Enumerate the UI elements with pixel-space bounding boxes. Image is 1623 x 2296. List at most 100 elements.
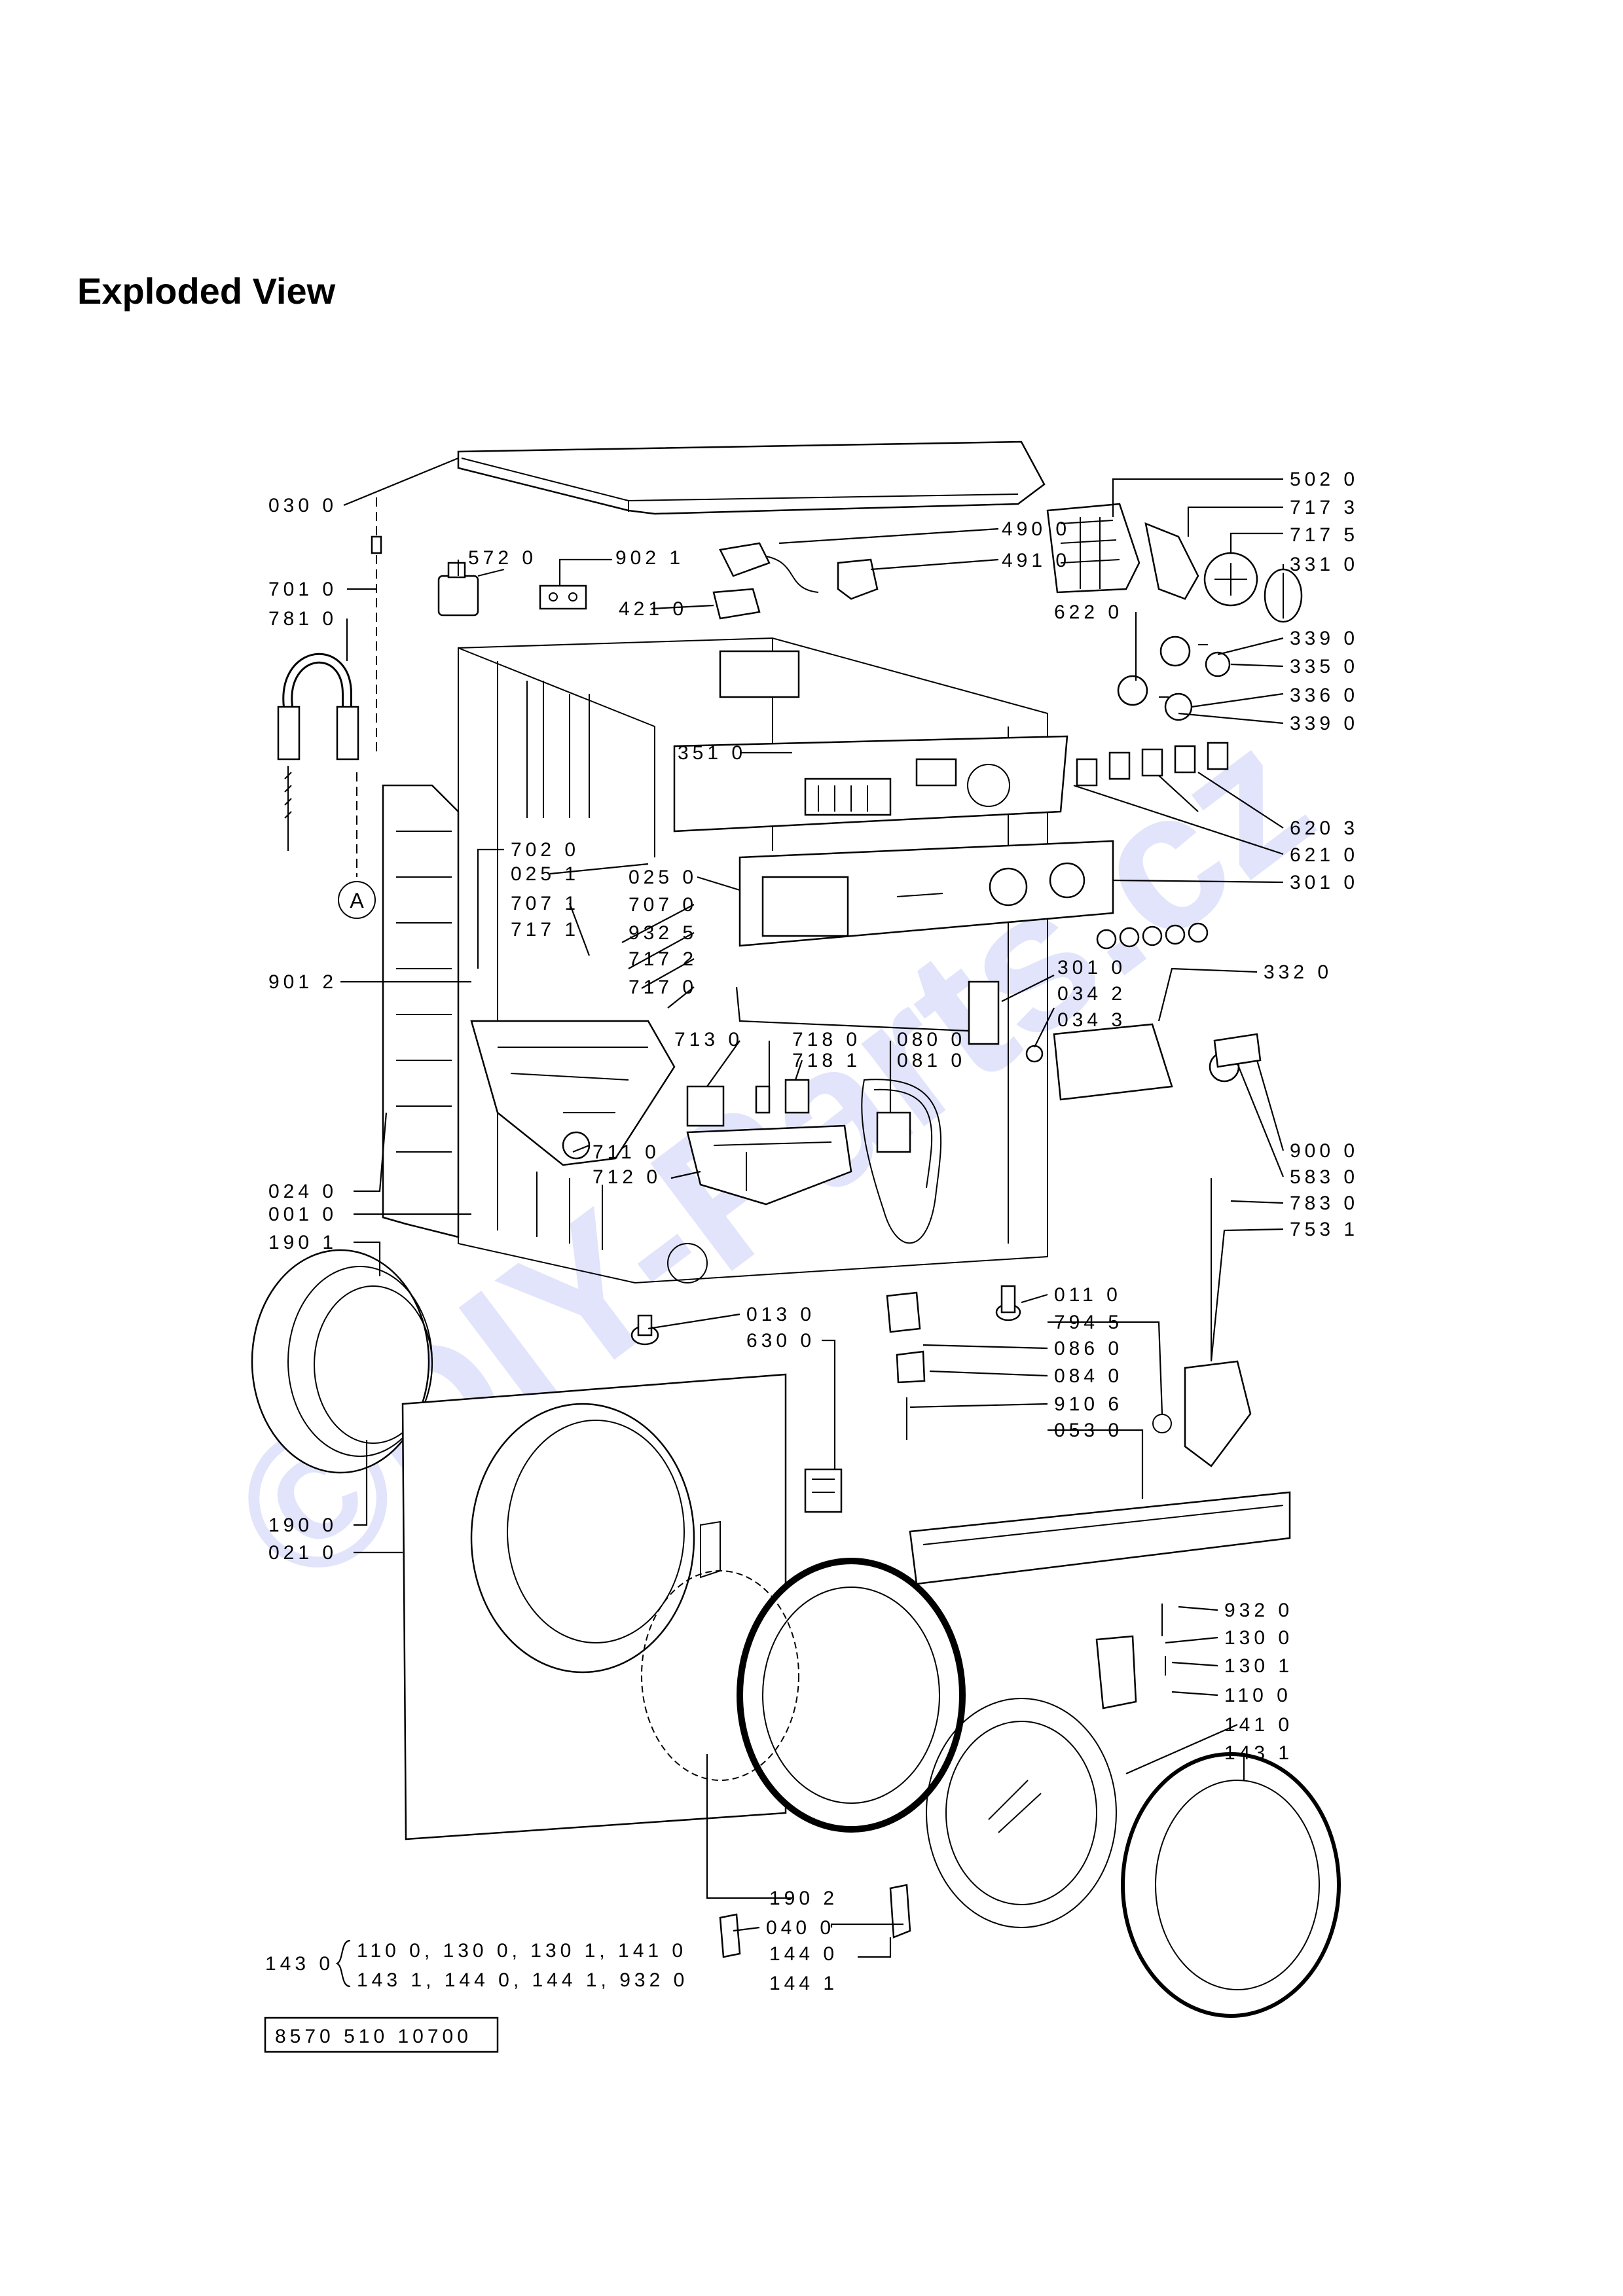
callout-572-0: 572 0 bbox=[468, 547, 537, 569]
callout-081-0: 081 0 bbox=[897, 1050, 966, 1071]
callout-190-0: 190 0 bbox=[268, 1515, 337, 1536]
callout-110-0: 110 0 bbox=[1224, 1685, 1292, 1706]
cabinet bbox=[458, 637, 1048, 1284]
callout-025-1: 025 1 bbox=[511, 863, 579, 885]
inlet-valve bbox=[437, 562, 505, 617]
callout-130-0: 130 0 bbox=[1224, 1627, 1293, 1649]
callout-900-0: 900 0 bbox=[1290, 1140, 1359, 1162]
callout-339-0-a: 339 0 bbox=[1290, 628, 1359, 649]
callout-331-0: 331 0 bbox=[1290, 554, 1359, 575]
callout-932-5: 932 5 bbox=[629, 922, 697, 944]
callout-034-2: 034 2 bbox=[1057, 983, 1126, 1005]
door-handle bbox=[719, 1884, 911, 1958]
door-boot bbox=[251, 1249, 433, 1474]
kick-plate bbox=[909, 1491, 1291, 1585]
callout-910-6: 910 6 bbox=[1054, 1393, 1123, 1415]
relay-clips bbox=[1076, 742, 1229, 787]
drain-pump bbox=[1152, 1033, 1262, 1467]
callout-713-0: 713 0 bbox=[674, 1029, 743, 1050]
callout-717-3: 717 3 bbox=[1290, 497, 1359, 518]
callout-717-1: 717 1 bbox=[511, 919, 579, 941]
callout-301-0-b: 301 0 bbox=[1057, 957, 1126, 978]
door-lock bbox=[804, 1468, 843, 1513]
top-lid bbox=[457, 440, 1046, 515]
control-panel-front bbox=[739, 840, 1114, 947]
callout-143-1: 143 1 bbox=[1224, 1742, 1293, 1764]
feet bbox=[630, 1285, 1021, 1440]
callout-141-0: 141 0 bbox=[1224, 1714, 1293, 1736]
leader-lines bbox=[340, 457, 1285, 1958]
kit-line-1: 110 0, 130 0, 130 1, 141 0 bbox=[357, 1940, 687, 1962]
callout-707-0: 707 0 bbox=[629, 894, 697, 916]
callout-086-0: 086 0 bbox=[1054, 1338, 1123, 1359]
door-hinge bbox=[1095, 1604, 1166, 1710]
kit-legend: 143 0 110 0, 130 0, 130 1, 141 0 143 1, … bbox=[265, 1939, 688, 1991]
callout-421-0: 421 0 bbox=[619, 598, 687, 620]
document-number: 8570 510 10700 bbox=[275, 2026, 472, 2047]
callout-717-2: 717 2 bbox=[629, 948, 697, 970]
dispenser-housing bbox=[470, 1020, 676, 1166]
callout-902-1: 902 1 bbox=[615, 547, 684, 569]
callout-351-0: 351 0 bbox=[678, 742, 746, 764]
callout-034-3: 034 3 bbox=[1057, 1009, 1126, 1031]
callout-702-0: 702 0 bbox=[511, 839, 579, 861]
callout-621-0: 621 0 bbox=[1290, 844, 1359, 866]
callout-718-1: 718 1 bbox=[792, 1050, 861, 1071]
callout-491-0: 491 0 bbox=[1002, 550, 1070, 571]
callout-717-0: 717 0 bbox=[629, 977, 697, 998]
callout-024-0: 024 0 bbox=[268, 1181, 337, 1202]
callout-013-0: 013 0 bbox=[746, 1304, 815, 1325]
callout-718-0: 718 0 bbox=[792, 1029, 861, 1050]
callout-labels: 030 0 572 0 902 1 490 0 491 0 421 0 701 … bbox=[268, 469, 1359, 1994]
door-seal-spring bbox=[861, 1079, 942, 1244]
control-panel-pcb bbox=[673, 735, 1068, 833]
callout-707-1: 707 1 bbox=[511, 893, 579, 914]
callout-717-5: 717 5 bbox=[1290, 524, 1359, 546]
document-number-box: 8570 510 10700 bbox=[264, 2017, 499, 2053]
filter-capacitor bbox=[539, 584, 587, 610]
kit-code: 143 0 bbox=[265, 1953, 334, 1975]
callout-339-0-b: 339 0 bbox=[1290, 713, 1359, 734]
door-glass bbox=[926, 1698, 1117, 1928]
page-title: Exploded View bbox=[77, 270, 336, 312]
callout-583-0: 583 0 bbox=[1290, 1166, 1359, 1188]
callout-021-0: 021 0 bbox=[268, 1542, 337, 1564]
rear-panel bbox=[382, 784, 460, 1238]
callout-332-0: 332 0 bbox=[1264, 961, 1332, 983]
callout-011-0: 011 0 bbox=[1054, 1284, 1122, 1306]
callout-630-0: 630 0 bbox=[746, 1330, 815, 1352]
door-lock-switch bbox=[712, 542, 879, 620]
callout-084-0: 084 0 bbox=[1054, 1365, 1123, 1387]
callout-901-2: 901 2 bbox=[268, 971, 337, 993]
push-buttons bbox=[1096, 922, 1209, 950]
callout-335-0: 335 0 bbox=[1290, 656, 1359, 677]
callout-030-0: 030 0 bbox=[268, 495, 337, 516]
callout-932-0: 932 0 bbox=[1224, 1600, 1293, 1621]
callout-701-0: 701 0 bbox=[268, 579, 337, 600]
callout-336-0: 336 0 bbox=[1290, 685, 1359, 706]
callout-190-2: 190 2 bbox=[769, 1888, 838, 1909]
callout-025-0: 025 0 bbox=[629, 867, 697, 888]
door-frame-outer bbox=[1121, 1752, 1341, 2018]
callout-190-1: 190 1 bbox=[268, 1232, 337, 1253]
callout-712-0: 712 0 bbox=[593, 1166, 661, 1188]
inlet-hose: A bbox=[277, 497, 382, 919]
dispenser-drawer bbox=[686, 1079, 852, 1206]
callout-080-0: 080 0 bbox=[897, 1029, 966, 1050]
callout-781-0: 781 0 bbox=[268, 608, 337, 630]
callout-040-0: 040 0 bbox=[766, 1917, 835, 1939]
kit-line-2: 143 1, 144 0, 144 1, 932 0 bbox=[357, 1969, 688, 1991]
drawer-handle bbox=[1053, 1023, 1173, 1101]
callout-144-0-visible: 144 0 bbox=[769, 1943, 838, 1965]
electronic-module bbox=[1046, 503, 1303, 623]
callout-053-0: 053 0 bbox=[1054, 1420, 1123, 1441]
circle-marker: A bbox=[350, 889, 364, 912]
callout-794-5: 794 5 bbox=[1054, 1312, 1123, 1333]
callout-620-3: 620 3 bbox=[1290, 817, 1359, 839]
callout-490-0: 490 0 bbox=[1002, 518, 1070, 540]
pressure-switch-block bbox=[876, 980, 1044, 1153]
callout-001-0: 001 0 bbox=[268, 1204, 337, 1225]
door-frame-inner bbox=[641, 1558, 966, 1833]
